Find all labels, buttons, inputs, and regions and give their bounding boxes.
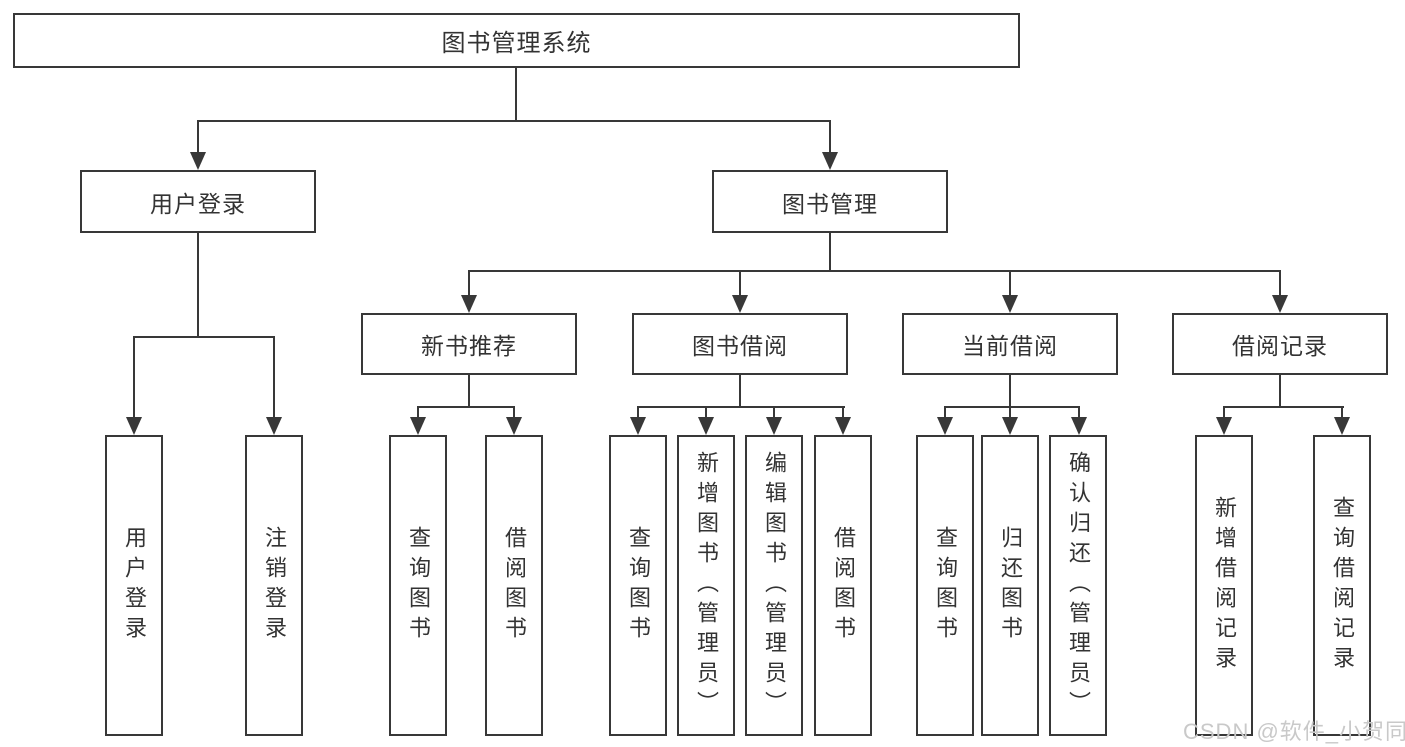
watermark: CSDN @软件_小贺同学 [1183, 719, 1405, 744]
arrow-down-icon [630, 417, 646, 435]
node-book-management: 图书管理 [712, 170, 948, 233]
arrow-down-icon [1334, 417, 1350, 435]
connector-vline [513, 406, 515, 424]
arrow-down-icon [190, 152, 206, 170]
node-leaf-edit-book-admin: 编辑图书（管理员） [745, 435, 803, 736]
node-label: 新增借阅记录 [1212, 495, 1237, 676]
arrow-down-icon [1071, 417, 1087, 435]
connector-vline [637, 406, 639, 424]
connector-vline [739, 375, 741, 408]
connector-vline [829, 120, 831, 160]
arrow-down-icon [766, 417, 782, 435]
connector-hline [417, 406, 515, 408]
connector-vline [705, 406, 707, 424]
node-leaf-query-borrow-record: 查询借阅记录 [1313, 435, 1371, 736]
arrow-down-icon [266, 417, 282, 435]
arrow-down-icon [1216, 417, 1232, 435]
connector-vline [842, 406, 844, 424]
node-label: 查询图书 [933, 525, 958, 646]
node-leaf-borrow-books-recommend: 借阅图书 [485, 435, 543, 736]
connector-vline [829, 233, 831, 272]
arrow-down-icon [126, 417, 142, 435]
connector-vline [468, 375, 470, 408]
connector-vline [773, 406, 775, 424]
connector-vline [417, 406, 419, 424]
arrow-down-icon [822, 152, 838, 170]
connector-vline [1279, 270, 1281, 302]
node-borrowing-records: 借阅记录 [1172, 313, 1388, 375]
connector-vline [133, 336, 135, 424]
arrow-down-icon [506, 417, 522, 435]
connector-vline [1009, 375, 1011, 408]
connector-vline [468, 270, 470, 302]
node-label: 注销登录 [262, 525, 287, 646]
node-leaf-user-login: 用户登录 [105, 435, 163, 736]
arrow-down-icon [1002, 295, 1018, 313]
connector-vline [1078, 406, 1080, 424]
node-label: 归还图书 [998, 525, 1023, 646]
connector-hline [133, 336, 275, 338]
node-new-book-recommend: 新书推荐 [361, 313, 577, 375]
node-leaf-query-books-current: 查询图书 [916, 435, 974, 736]
connector-hline [637, 406, 845, 408]
node-leaf-logout: 注销登录 [245, 435, 303, 736]
arrow-down-icon [937, 417, 953, 435]
connector-vline [1223, 406, 1225, 424]
connector-vline [197, 233, 199, 338]
arrow-down-icon [1272, 295, 1288, 313]
arrow-down-icon [698, 417, 714, 435]
connector-hline [1223, 406, 1344, 408]
node-leaf-add-borrow-record: 新增借阅记录 [1195, 435, 1253, 736]
node-label: 确认归还（管理员） [1066, 450, 1091, 721]
arrow-down-icon [835, 417, 851, 435]
node-leaf-return-book: 归还图书 [981, 435, 1039, 736]
connector-hline [197, 120, 831, 122]
node-book-borrowing: 图书借阅 [632, 313, 848, 375]
connector-vline [515, 68, 517, 120]
arrow-down-icon [410, 417, 426, 435]
connector-vline [1009, 406, 1011, 424]
node-library-management-system: 图书管理系统 [13, 13, 1020, 68]
node-leaf-query-books-borrow: 查询图书 [609, 435, 667, 736]
node-user-login: 用户登录 [80, 170, 316, 233]
connector-vline [197, 120, 199, 160]
arrow-down-icon [1002, 417, 1018, 435]
arrow-down-icon [732, 295, 748, 313]
node-label: 借阅图书 [831, 525, 856, 646]
node-label: 查询借阅记录 [1330, 495, 1355, 676]
node-label: 查询图书 [626, 525, 651, 646]
arrow-down-icon [461, 295, 477, 313]
node-label: 新增图书（管理员） [694, 450, 719, 721]
node-leaf-borrow-books: 借阅图书 [814, 435, 872, 736]
node-leaf-add-book-admin: 新增图书（管理员） [677, 435, 735, 736]
connector-vline [1341, 406, 1343, 424]
connector-hline [468, 270, 1281, 272]
connector-vline [739, 270, 741, 302]
connector-vline [944, 406, 946, 424]
connector-hline [944, 406, 1080, 408]
node-label: 查询图书 [406, 525, 431, 646]
node-leaf-query-books-recommend: 查询图书 [389, 435, 447, 736]
connector-vline [1009, 270, 1011, 302]
node-label: 编辑图书（管理员） [762, 450, 787, 721]
node-leaf-confirm-return-admin: 确认归还（管理员） [1049, 435, 1107, 736]
node-label: 用户登录 [122, 525, 147, 646]
connector-vline [273, 336, 275, 424]
node-label: 借阅图书 [502, 525, 527, 646]
node-current-borrowing: 当前借阅 [902, 313, 1118, 375]
connector-vline [1279, 375, 1281, 408]
